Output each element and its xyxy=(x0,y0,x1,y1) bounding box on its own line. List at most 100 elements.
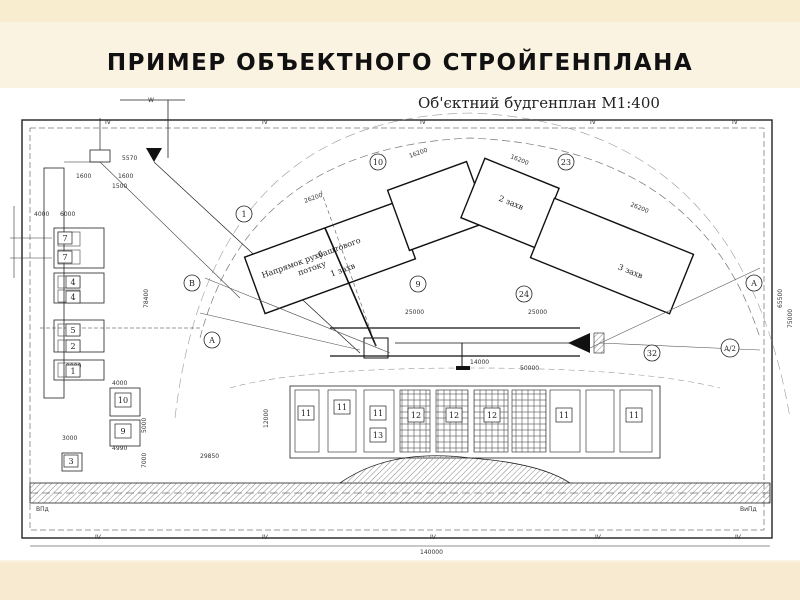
marker-6: 7 xyxy=(57,250,73,264)
axis-A2: A/2 xyxy=(720,338,740,358)
svg-text:1500: 1500 xyxy=(112,183,127,190)
svg-text:1: 1 xyxy=(70,367,75,376)
svg-text:2: 2 xyxy=(70,342,75,351)
marker-7: 7 xyxy=(57,231,73,245)
svg-text:11: 11 xyxy=(373,409,383,418)
svg-text:4000: 4000 xyxy=(34,211,49,218)
water-line-diagonal xyxy=(99,161,241,299)
svg-text:11: 11 xyxy=(559,411,569,420)
axis-A: A xyxy=(203,331,221,349)
svg-text:IV: IV xyxy=(732,119,739,126)
guide-line-left xyxy=(204,277,391,354)
svg-text:5570: 5570 xyxy=(122,155,137,162)
crane-boom xyxy=(324,227,377,347)
transformer-triangle xyxy=(146,148,162,162)
svg-text:IV: IV xyxy=(735,534,742,541)
svg-text:IV: IV xyxy=(595,534,602,541)
marker-2: 2 xyxy=(65,339,81,353)
crane-zone-arc-outer xyxy=(174,112,791,419)
svg-text:16200: 16200 xyxy=(509,153,529,167)
marker-32: 32 xyxy=(643,344,661,362)
svg-text:25000: 25000 xyxy=(405,309,424,316)
marker-12c: 12 xyxy=(483,407,501,423)
svg-text:IV: IV xyxy=(430,534,437,541)
svg-text:9: 9 xyxy=(120,427,125,436)
plan-heading: Об'єктний будгенплан М1:400 xyxy=(418,94,660,112)
left-facilities xyxy=(10,118,200,472)
water-line-mark: W xyxy=(148,97,154,104)
axis-markers: B A A A/2 xyxy=(183,274,763,358)
svg-text:50000: 50000 xyxy=(520,365,539,372)
svg-text:5000: 5000 xyxy=(141,418,148,433)
crane-zone-arc xyxy=(199,137,761,339)
marker-13: 13 xyxy=(369,427,387,443)
svg-text:26200: 26200 xyxy=(303,192,324,205)
svg-text:12: 12 xyxy=(411,411,421,420)
svg-text:IV: IV xyxy=(420,119,427,126)
marker-4a: 4 xyxy=(65,275,81,289)
svg-text:4: 4 xyxy=(70,293,75,302)
marker-12b: 12 xyxy=(445,407,463,423)
site-boundary xyxy=(21,119,773,539)
svg-text:32: 32 xyxy=(647,349,657,358)
building-1: Напрямок руху баштового потоку 1 захв xyxy=(243,201,417,315)
dimension-total-width: 140000 xyxy=(420,549,443,556)
svg-text:IV: IV xyxy=(262,119,269,126)
crane-zone-arc-inner xyxy=(229,367,721,389)
fence-marks: IV IV IV IV IV IV IV IV IV IV xyxy=(95,119,742,541)
svg-text:16200: 16200 xyxy=(408,147,429,160)
site-road: ВПд ВиПд xyxy=(29,455,771,513)
guide-line-left-2 xyxy=(199,312,361,351)
svg-text:12000: 12000 xyxy=(263,409,270,428)
svg-text:A: A xyxy=(208,336,215,345)
svg-text:78400: 78400 xyxy=(143,289,150,308)
svg-text:B: B xyxy=(189,279,195,288)
guide-line-right xyxy=(589,267,761,349)
svg-text:IV: IV xyxy=(105,119,112,126)
marker-11e: 11 xyxy=(625,407,643,423)
site-plan-drawing: Об'єктний будгенплан М1:400 IV IV IV IV … xyxy=(0,88,800,560)
marker-11c: 11 xyxy=(369,405,387,421)
road-label-left: ВПд xyxy=(36,506,49,513)
svg-text:A: A xyxy=(750,279,757,288)
svg-text:24: 24 xyxy=(519,290,529,299)
site-inner-boundary xyxy=(29,127,765,531)
svg-text:10: 10 xyxy=(118,396,128,405)
svg-text:A/2: A/2 xyxy=(723,345,736,353)
svg-text:4990: 4990 xyxy=(112,445,127,452)
marker-9b: 9 xyxy=(114,423,132,439)
svg-text:23: 23 xyxy=(561,158,571,167)
marker-24: 24 xyxy=(515,285,533,303)
axis-B: B xyxy=(183,274,201,292)
svg-text:3000: 3000 xyxy=(62,435,77,442)
marker-12a: 12 xyxy=(407,407,425,423)
svg-text:29850: 29850 xyxy=(200,453,219,460)
axis-A-right: A xyxy=(745,274,763,292)
svg-text:12: 12 xyxy=(449,411,459,420)
svg-text:6000: 6000 xyxy=(60,211,75,218)
svg-text:11: 11 xyxy=(301,409,311,418)
svg-text:9: 9 xyxy=(415,280,420,289)
svg-text:75000: 75000 xyxy=(787,309,794,328)
svg-text:4000: 4000 xyxy=(112,380,127,387)
marker-3: 3 xyxy=(63,454,79,468)
svg-text:11: 11 xyxy=(337,403,347,412)
slide-title: ПРИМЕР ОБЪЕКТНОГО СТРОЙГЕНПЛАНА xyxy=(106,50,694,76)
bottom-decorative-band xyxy=(0,562,800,600)
marker-11d: 11 xyxy=(555,407,573,423)
building-3: 3 захв xyxy=(529,197,695,315)
svg-text:7000: 7000 xyxy=(141,453,148,468)
svg-text:14000: 14000 xyxy=(470,359,489,366)
svg-text:25000: 25000 xyxy=(528,309,547,316)
numbered-markers: 1 9 10 23 24 32 7 7 4 4 5 2 1 10 9 3 11 … xyxy=(57,153,661,468)
svg-text:7: 7 xyxy=(62,253,67,262)
svg-text:10: 10 xyxy=(373,158,383,167)
svg-text:13: 13 xyxy=(373,431,383,440)
top-decorative-band xyxy=(0,0,800,22)
marker-1: 1 xyxy=(235,205,253,223)
svg-text:5: 5 xyxy=(70,326,75,335)
storage-area xyxy=(289,385,661,459)
crane-track xyxy=(330,327,605,370)
marker-10b: 10 xyxy=(114,392,132,408)
marker-11b: 11 xyxy=(333,399,351,415)
